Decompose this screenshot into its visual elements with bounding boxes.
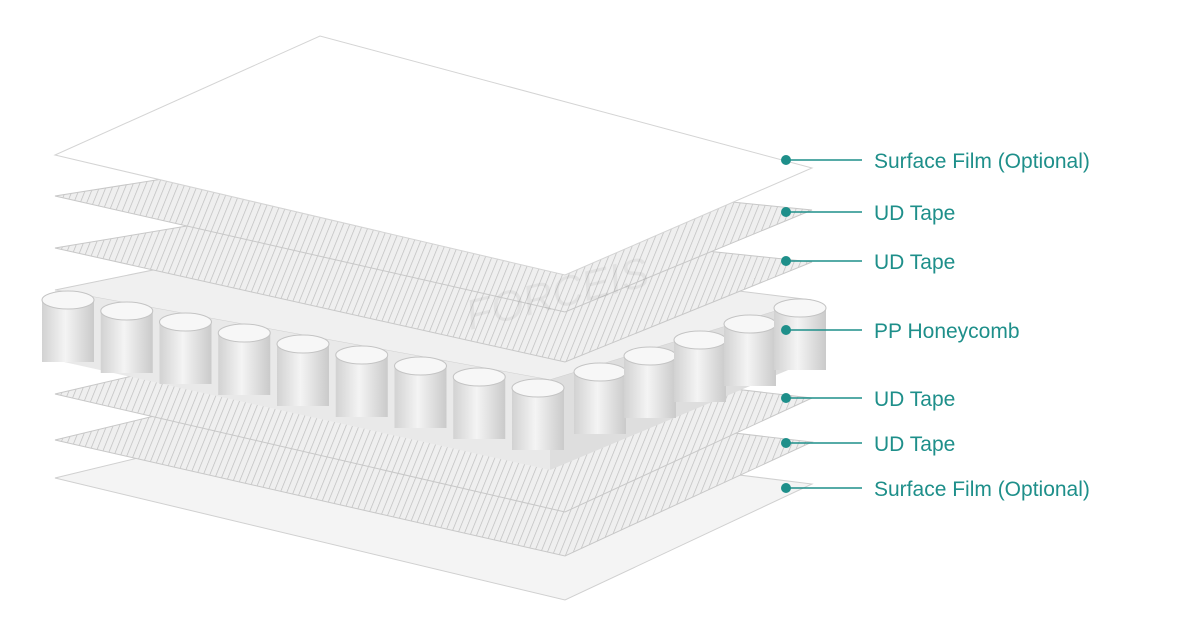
layer-label-text: UD Tape: [874, 202, 955, 225]
honeycomb-tube: [394, 366, 447, 428]
honeycomb-tube-opening: [773, 298, 827, 318]
layer-label-text: Surface Film (Optional): [874, 150, 1090, 173]
layer-label-text: UD Tape: [874, 388, 955, 411]
honeycomb-tube: [574, 372, 626, 434]
top-surface-film: [53, 35, 814, 276]
leader-dot: [781, 325, 791, 335]
layer-label-text: UD Tape: [874, 433, 955, 456]
honeycomb-tube-opening: [159, 312, 212, 332]
leader-dot: [781, 438, 791, 448]
layer-label-text: UD Tape: [874, 251, 955, 274]
layer-label-text: Surface Film (Optional): [874, 478, 1090, 501]
honeycomb-tube: [624, 356, 676, 418]
leader-dot: [781, 393, 791, 403]
honeycomb-tube: [159, 322, 212, 384]
honeycomb-tube-opening: [673, 330, 727, 350]
honeycomb-tube-opening: [276, 334, 330, 354]
layer-label-6: UD Tape: [781, 433, 955, 456]
honeycomb-tube: [674, 340, 726, 402]
honeycomb-tube: [277, 344, 329, 406]
honeycomb-tube: [100, 311, 153, 373]
pp-honeycomb-core: [41, 237, 827, 470]
honeycomb-tube-opening: [623, 346, 677, 366]
layer-label-7: Surface Film (Optional): [781, 478, 1090, 501]
honeycomb-tube-opening: [573, 362, 627, 382]
layer-label-3: UD Tape: [781, 251, 955, 274]
honeycomb-tube: [512, 388, 564, 450]
leader-dot: [781, 207, 791, 217]
honeycomb-tube-opening: [100, 301, 154, 321]
honeycomb-tube: [335, 355, 388, 417]
honeycomb-tube: [453, 377, 506, 439]
honeycomb-tube-opening: [723, 314, 777, 334]
honeycomb-tube: [774, 308, 826, 370]
leader-dot: [781, 483, 791, 493]
honeycomb-tube-opening: [217, 323, 271, 343]
layer-label-4: PP Honeycomb: [781, 320, 1020, 343]
honeycomb-tube: [42, 300, 94, 362]
honeycomb-tube: [218, 333, 271, 395]
layer-label-text: PP Honeycomb: [874, 320, 1020, 343]
layer-label-5: UD Tape: [781, 388, 955, 411]
honeycomb-tube-opening: [511, 378, 565, 398]
leader-dot: [781, 155, 791, 165]
honeycomb-tube-opening: [394, 356, 447, 376]
layer-label-1: Surface Film (Optional): [781, 150, 1090, 173]
layer-label-2: UD Tape: [781, 202, 955, 225]
honeycomb-tube: [724, 324, 776, 386]
honeycomb-tube-opening: [335, 345, 389, 365]
honeycomb-tube-opening: [41, 290, 95, 310]
leader-dot: [781, 256, 791, 266]
honeycomb-tube-opening: [452, 367, 506, 387]
